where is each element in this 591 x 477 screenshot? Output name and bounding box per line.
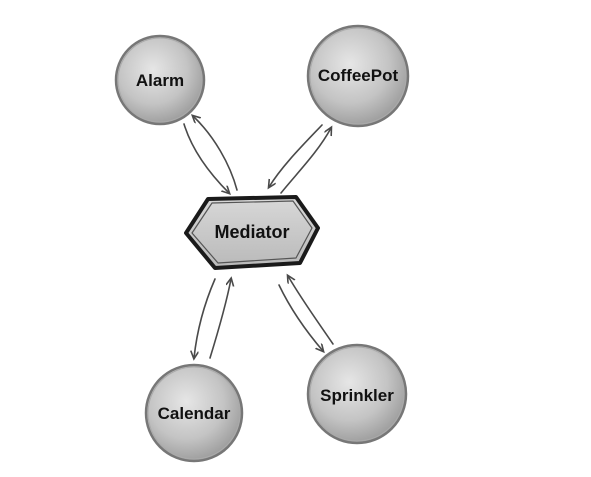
- arrow-alarm-to-mediator: [183, 123, 229, 193]
- arrows-calendar-mediator: [194, 279, 231, 358]
- arrows-coffeepot-mediator: [269, 124, 331, 194]
- node-alarm: Alarm: [114, 34, 206, 126]
- node-calendar: Calendar: [144, 363, 244, 463]
- node-sprinkler-label: Sprinkler: [320, 386, 394, 405]
- node-coffeepot: CoffeePot: [306, 24, 410, 128]
- arrow-mediator-to-coffeepot: [280, 128, 331, 194]
- arrow-sprinkler-to-mediator: [288, 276, 334, 345]
- node-sprinkler: Sprinkler: [306, 343, 408, 445]
- arrow-mediator-to-calendar: [194, 278, 216, 358]
- arrow-calendar-to-mediator: [209, 279, 231, 359]
- node-coffeepot-label: CoffeePot: [318, 66, 399, 85]
- node-alarm-label: Alarm: [136, 71, 184, 90]
- arrow-mediator-to-alarm: [193, 116, 238, 191]
- arrows-sprinkler-mediator: [278, 276, 334, 351]
- arrow-coffeepot-to-mediator: [269, 124, 323, 187]
- node-calendar-label: Calendar: [158, 404, 231, 423]
- mediator-hub: Mediator: [184, 195, 320, 270]
- arrow-mediator-to-sprinkler: [278, 284, 323, 351]
- arrows-alarm-mediator: [183, 116, 238, 193]
- mediator-label: Mediator: [214, 222, 289, 242]
